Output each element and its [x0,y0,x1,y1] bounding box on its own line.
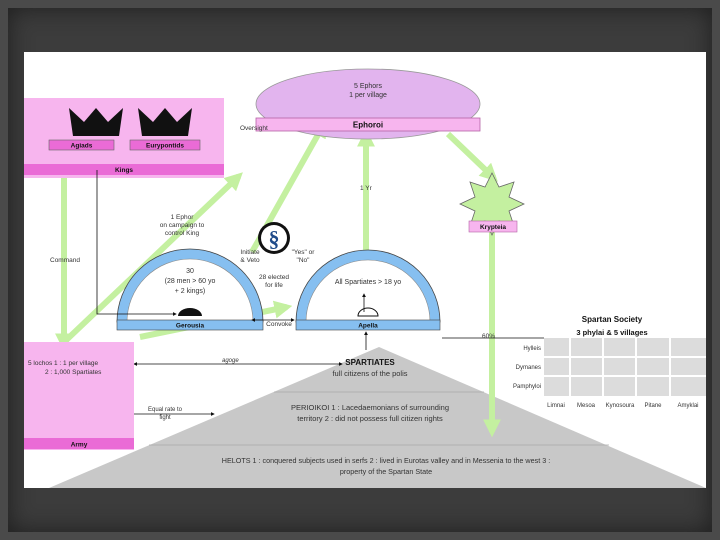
krypteia-group: Krypteia [459,172,525,236]
army-box: Army 5 lochos 1 : 1 per village 2 : 1,00… [24,342,134,450]
society-row-label: Dymanes [516,365,541,371]
svg-text:§: § [269,226,280,251]
elected-line2: for life [265,282,283,289]
crown-icon-eurypontids [138,108,192,136]
king-eurypontids: Eurypontids [146,143,184,150]
section-icon: § [258,222,290,254]
gerousia-seat-icon [178,308,202,316]
apella-label: Apella [358,323,378,330]
initiate-line2: & Veto [240,257,260,264]
ephoroi-label: Ephoroi [353,121,383,130]
society-col-label: Mesoa [577,403,596,409]
sparta-diagram: 5 Ephors 1 per village Ephoroi Oversight… [24,68,706,488]
convoke-label: Convoke [266,321,292,328]
gerousia-composition: (28 men > 60 yo [165,278,216,285]
ephor-note-line2: on campaign to [160,222,205,229]
fight-line2: fight [159,415,171,421]
society-labels: Spartan Society 3 phylai & 5 villages 60… [482,315,699,409]
spartiates-subtitle: full citizens of the polis [332,369,407,378]
apella-group: Apella All Spartiates > 18 yo [295,249,441,331]
spartiates-title: SPARTIATES [345,358,395,367]
yes-line2: "No" [297,257,311,264]
perioikoi-line2: territory 2 : did not possess full citiz… [297,414,443,423]
slide: 5 Ephors 1 per village Ephoroi Oversight… [24,52,706,488]
ephors-per-village: 1 per village [349,92,387,99]
society-row-label: Hylleis [523,346,541,352]
army-line1: 5 lochos 1 : 1 per village [28,360,98,367]
connector-arrows [96,170,544,416]
apella-seat-icon [357,307,379,317]
gerousia-label: Gerousia [176,323,205,330]
society-col-label: Limnai [547,403,565,409]
apella-members: All Spartiates > 18 yo [335,279,401,286]
term-label: 1 Yr [360,185,373,192]
gerousia-group: Gerousia 30 (28 men > 60 yo + 2 kings) I… [116,248,316,331]
yes-line1: "Yes" or [292,249,316,256]
perioikoi-line1: PERIOIKOI 1 : Lacedaemonians of surround… [291,403,449,412]
star-icon [459,172,525,236]
fight-line1: Equal rate to [148,407,183,413]
oversight-label: Oversight [240,125,268,132]
society-subtitle: 3 phylai & 5 villages [576,328,647,337]
army-label: Army [71,442,88,449]
society-col-label: Kynosoura [606,403,635,409]
kings-box: Agiads Eurypontids Kings [24,98,224,178]
society-row-label: Pamphyloi [513,384,541,390]
sixty-label: 60% [482,333,495,340]
helots-line2: property of the Spartan State [340,467,432,476]
society-title: Spartan Society [582,315,643,324]
crown-icon-agiads [69,108,123,136]
army-line2: 2 : 1,000 Spartiates [45,369,102,376]
society-pyramid [49,347,706,488]
kings-label: Kings [115,167,133,174]
ephor-note-line1: 1 Ephor [171,214,195,221]
helots-line1: HELOTS 1 : conquered subjects used in se… [222,456,550,465]
gerousia-kings: + 2 kings) [175,288,206,295]
ephor-note-line3: control King [165,230,200,237]
society-col-label: Amyklai [677,403,698,409]
initiate-line1: Initiate [240,249,260,256]
agoge-label: agoge [222,358,239,364]
slide-frame: 5 Ephors 1 per village Ephoroi Oversight… [8,8,712,532]
ephoroi-group: 5 Ephors 1 per village Ephoroi Oversight… [240,68,481,192]
gerousia-count: 30 [186,268,194,275]
society-col-label: Pitane [644,403,662,409]
elected-line1: 28 elected [259,274,289,281]
ephors-count: 5 Ephors [354,83,383,90]
krypteia-label: Krypteia [480,224,506,231]
society-grid [544,338,706,396]
command-label: Command [50,257,80,264]
king-agiads: Agiads [71,143,93,150]
